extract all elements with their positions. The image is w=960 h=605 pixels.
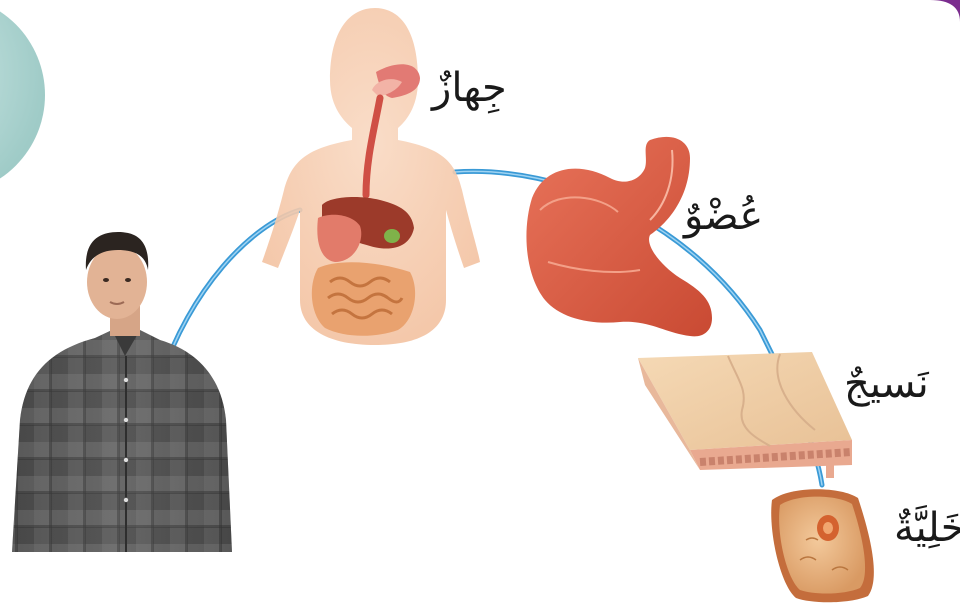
digestive-system — [262, 8, 480, 345]
label-cell: خَلِيَّةٌ — [894, 508, 960, 548]
label-tissue: نَسيجٌ — [844, 364, 929, 404]
label-system: جِهازٌ — [432, 68, 507, 108]
decorative-teal-circle — [0, 0, 45, 195]
label-organ: عُضْوٌ — [684, 196, 763, 236]
person-figure — [12, 232, 232, 552]
cell — [771, 489, 874, 602]
decorative-corner-accent — [930, 0, 960, 22]
tissue-block — [638, 352, 852, 478]
